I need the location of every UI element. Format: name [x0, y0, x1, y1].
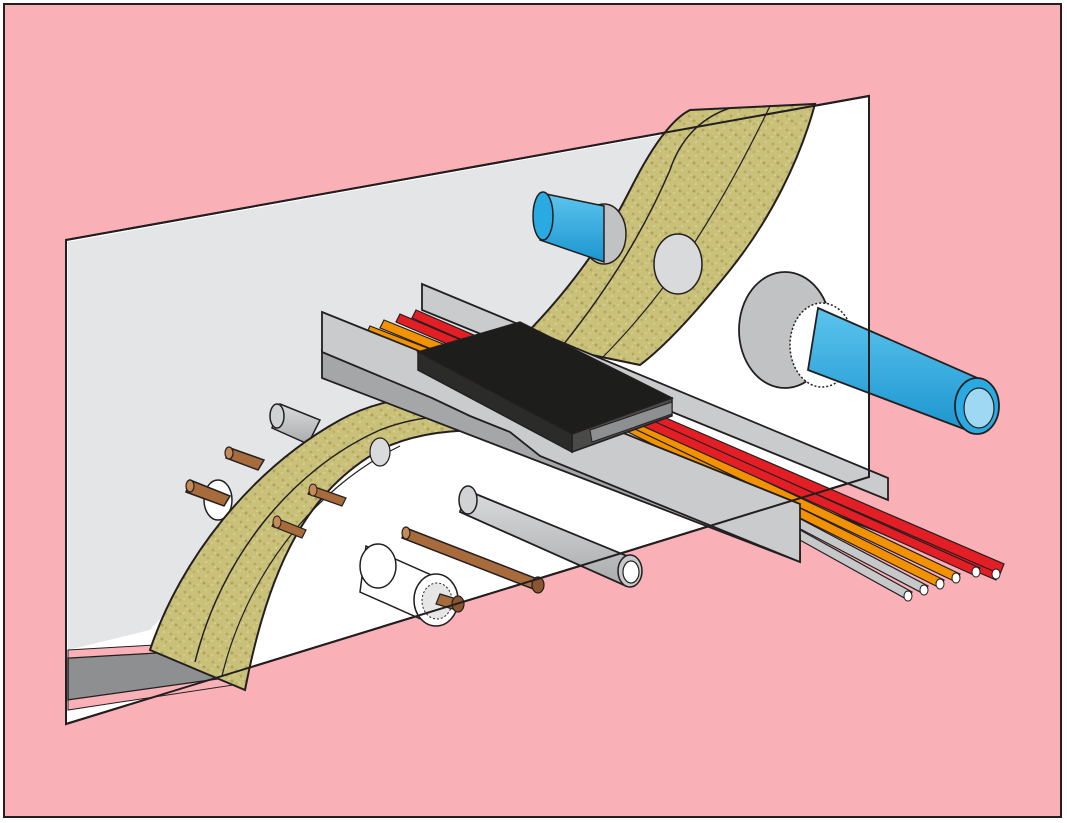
- batt-upper-seam-1: [554, 107, 731, 356]
- grey-pipe-rear: [269, 403, 322, 445]
- batt-hole-lower: [369, 437, 391, 467]
- batt-lower-seam-2: [221, 445, 401, 677]
- copper-pipe: [401, 526, 545, 594]
- wall-opening-outline: [65, 94, 870, 726]
- batt-hole-upper: [653, 233, 703, 295]
- copper-rod-end-2: [272, 515, 282, 529]
- insulated-pipe-rear: [185, 479, 233, 521]
- blue-pipe-insulated: [738, 271, 1000, 435]
- blue-pipe-upper: [532, 191, 627, 265]
- fire-stop-block: [416, 321, 674, 454]
- copper-rod-end-1: [308, 483, 318, 497]
- copper-pipe-rear: [224, 446, 266, 471]
- grey-pipe: [458, 485, 643, 588]
